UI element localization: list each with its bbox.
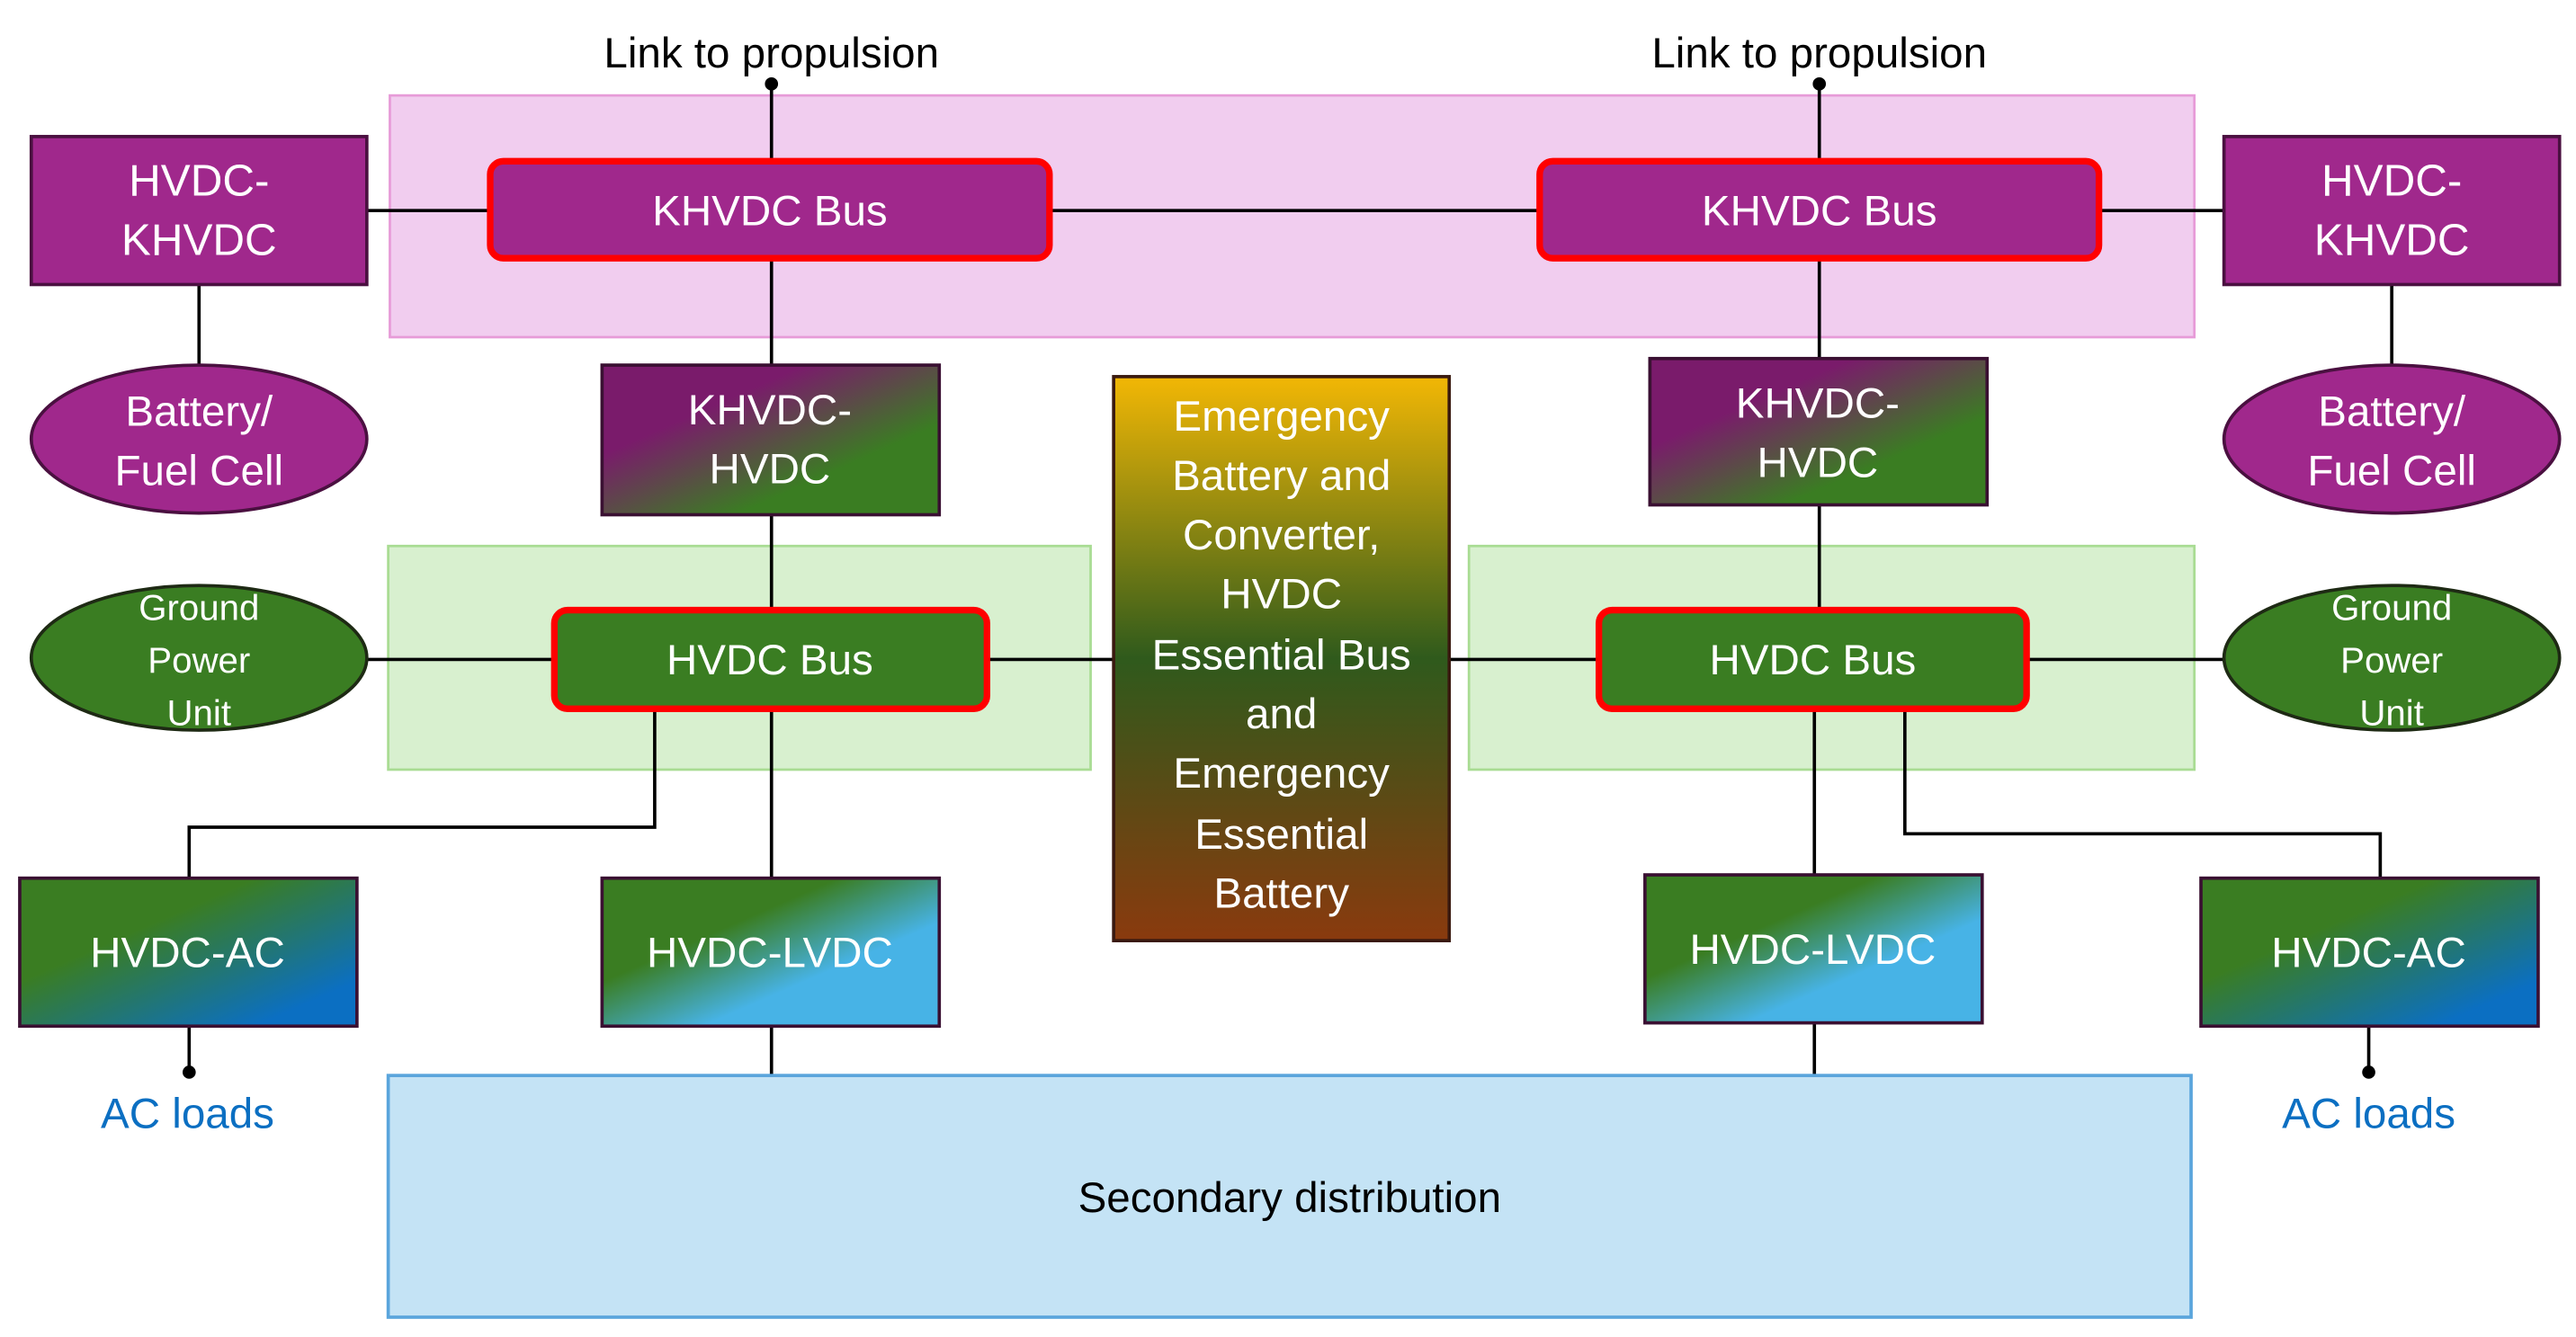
right-battery-fuel-cell: Battery/ Fuel Cell	[2222, 363, 2562, 515]
emergency-line4: HVDC	[1221, 571, 1342, 619]
right-gpu-line1: Ground	[2331, 588, 2452, 628]
right-hvdc-bus: HVDC Bus	[1595, 606, 2030, 712]
left-gpu-line1: Ground	[139, 588, 259, 628]
left-hvdc-lvdc-converter: HVDC-LVDC	[600, 876, 942, 1029]
left-battery-line2: Fuel Cell	[114, 448, 283, 495]
right-ground-power-unit: Ground Power Unit	[2222, 584, 2562, 734]
emergency-line7: Emergency	[1173, 750, 1390, 798]
right-khvdc-bus: KHVDC Bus	[1536, 157, 2103, 262]
emergency-line8: Essential	[1194, 811, 1368, 859]
right-khvdc-hvdc-line1: KHVDC-	[1736, 380, 1900, 428]
right-hvdc-khvdc-line1: HVDC-	[2321, 156, 2462, 206]
left-hvdc-ac-converter: HVDC-AC	[18, 876, 359, 1029]
right-link-to-propulsion: Link to propulsion	[1651, 30, 1987, 77]
left-hvdc-bus-label: HVDC Bus	[666, 637, 873, 684]
right-khvdc-hvdc-converter: KHVDC- HVDC	[1648, 356, 1990, 507]
right-khvdc-hvdc-line2: HVDC	[1758, 439, 1879, 486]
right-gpu-line3: Unit	[2359, 693, 2424, 734]
left-battery-line1: Battery/	[125, 388, 273, 436]
left-ground-power-unit: Ground Power Unit	[29, 584, 369, 734]
left-hvdc-khvdc-line2: KHVDC	[121, 216, 277, 265]
left-gpu-line3: Unit	[167, 693, 232, 734]
left-khvdc-bus: KHVDC Bus	[487, 157, 1053, 262]
left-hvdc-lvdc-label: HVDC-LVDC	[647, 929, 893, 976]
left-gpu-line2: Power	[148, 640, 250, 681]
emergency-block: Emergency Battery and Converter, HVDC Es…	[1112, 375, 1452, 943]
emergency-line3: Converter,	[1183, 512, 1380, 559]
emergency-line9: Battery	[1213, 870, 1349, 918]
right-hvdc-ac-label: HVDC-AC	[2271, 929, 2466, 976]
left-khvdc-bus-label: KHVDC Bus	[652, 188, 888, 236]
left-hvdc-khvdc-line1: HVDC-	[129, 156, 269, 206]
left-hvdc-bus: HVDC Bus	[550, 606, 990, 712]
secondary-distribution-label: Secondary distribution	[1078, 1174, 1501, 1222]
emergency-line1: Emergency	[1173, 393, 1390, 441]
right-gpu-line2: Power	[2340, 640, 2443, 681]
left-hvdc-ac-label: HVDC-AC	[90, 929, 285, 976]
left-ac-loads: AC loads	[101, 1091, 274, 1138]
secondary-distribution: Secondary distribution	[386, 1074, 2193, 1319]
emergency-line6: and	[1246, 691, 1317, 738]
right-hvdc-khvdc-line2: KHVDC	[2314, 216, 2470, 265]
emergency-line2: Battery and	[1172, 452, 1391, 500]
left-battery-fuel-cell: Battery/ Fuel Cell	[29, 363, 369, 515]
left-link-to-propulsion: Link to propulsion	[604, 30, 939, 77]
left-hvdc-khvdc-converter: HVDC- KHVDC	[29, 135, 369, 287]
left-khvdc-hvdc-line1: KHVDC-	[688, 387, 852, 434]
left-khvdc-hvdc-converter: KHVDC- HVDC	[600, 363, 942, 517]
right-battery-line2: Fuel Cell	[2307, 448, 2476, 495]
right-hvdc-khvdc-converter: HVDC- KHVDC	[2222, 135, 2562, 287]
right-hvdc-bus-label: HVDC Bus	[1709, 637, 1916, 684]
connector-lines	[187, 84, 2393, 1076]
right-hvdc-lvdc-converter: HVDC-LVDC	[1643, 873, 1984, 1025]
right-ac-loads: AC loads	[2282, 1091, 2455, 1138]
right-khvdc-bus-label: KHVDC Bus	[1702, 188, 1937, 236]
right-battery-line1: Battery/	[2318, 388, 2466, 436]
left-khvdc-hvdc-line2: HVDC	[710, 446, 831, 494]
emergency-line5: Essential Bus	[1152, 631, 1411, 679]
right-hvdc-ac-converter: HVDC-AC	[2199, 876, 2540, 1029]
right-hvdc-lvdc-label: HVDC-LVDC	[1689, 926, 1936, 974]
connector-dots	[183, 77, 2375, 1079]
